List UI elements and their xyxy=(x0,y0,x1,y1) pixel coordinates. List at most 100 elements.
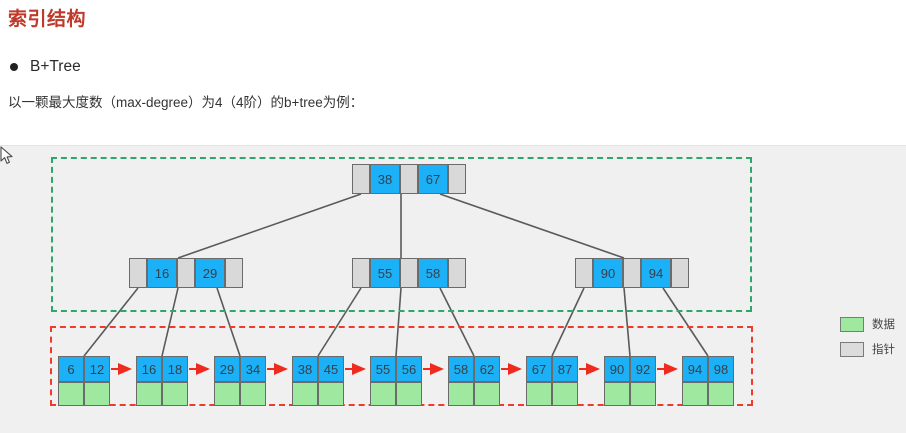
leaf-2-key-1: 18 xyxy=(162,356,188,382)
bullet-item-btree: B+Tree xyxy=(10,58,81,76)
bullet-dot-icon xyxy=(10,63,18,71)
leaf-7-data-row xyxy=(526,382,578,406)
internal-2-pointer-2 xyxy=(448,258,466,288)
leaf-7-data-1 xyxy=(552,382,578,406)
btree-diagram-canvas: 38 67 16 29 55 58 90 94 xyxy=(0,145,906,433)
leaf-6-key-0: 58 xyxy=(448,356,474,382)
edge-root-to-internal-1 xyxy=(177,193,362,259)
internal-2-key-0: 55 xyxy=(370,258,400,288)
root-pointer-2 xyxy=(448,164,466,194)
leaf-7-key-0: 67 xyxy=(526,356,552,382)
internal-2-pointer-1 xyxy=(400,258,418,288)
tree-leaf-8[interactable]: 90 92 xyxy=(604,356,656,406)
leaf-5-data-row xyxy=(370,382,422,406)
legend-swatch-data-icon xyxy=(840,316,864,332)
root-key-1: 67 xyxy=(418,164,448,194)
leaf-6-data-row xyxy=(448,382,500,406)
page-title: 索引结构 xyxy=(8,9,87,30)
leaf-1-key-1: 12 xyxy=(84,356,110,382)
internal-1-pointer-1 xyxy=(177,258,195,288)
edge-i2-to-leaf-6 xyxy=(439,287,475,357)
tree-leaf-7[interactable]: 67 87 xyxy=(526,356,578,406)
edge-i2-to-leaf-5 xyxy=(395,287,402,357)
leaf-4-key-0: 38 xyxy=(292,356,318,382)
leaf-8-key-0: 90 xyxy=(604,356,630,382)
tree-leaf-9[interactable]: 94 98 xyxy=(682,356,734,406)
tree-edges-layer xyxy=(83,193,709,375)
leaf-9-key-0: 94 xyxy=(682,356,708,382)
leaf-4-data-row xyxy=(292,382,344,406)
tree-node-internal-2[interactable]: 55 58 xyxy=(352,258,466,288)
tree-leaf-1[interactable]: 6 12 xyxy=(58,356,110,406)
legend-swatch-pointer-icon xyxy=(840,341,864,357)
tree-leaf-2[interactable]: 16 18 xyxy=(136,356,188,406)
legend-item-data: 数据 xyxy=(840,316,895,332)
leaf-9-data-row xyxy=(682,382,734,406)
internal-1-pointer-0 xyxy=(129,258,147,288)
leaf-7-data-0 xyxy=(526,382,552,406)
internal-3-key-0: 90 xyxy=(593,258,623,288)
leaf-2-data-0 xyxy=(136,382,162,406)
legend-item-pointer: 指针 xyxy=(840,341,895,357)
leaf-5-key-1: 56 xyxy=(396,356,422,382)
leaf-5-data-1 xyxy=(396,382,422,406)
leaf-3-data-1 xyxy=(240,382,266,406)
leaf-2-key-row: 16 18 xyxy=(136,356,188,382)
tree-node-root[interactable]: 38 67 xyxy=(352,164,466,194)
leaf-8-data-row xyxy=(604,382,656,406)
edge-i2-to-leaf-4 xyxy=(317,287,362,357)
internal-1-pointer-2 xyxy=(225,258,243,288)
leaf-6-data-0 xyxy=(448,382,474,406)
leaf-4-key-row: 38 45 xyxy=(292,356,344,382)
leaf-4-data-0 xyxy=(292,382,318,406)
leaf-8-data-1 xyxy=(630,382,656,406)
leaf-3-key-1: 34 xyxy=(240,356,266,382)
edge-i3-to-leaf-9 xyxy=(662,287,709,357)
leaf-2-data-1 xyxy=(162,382,188,406)
leaf-8-key-1: 92 xyxy=(630,356,656,382)
tree-leaf-6[interactable]: 58 62 xyxy=(448,356,500,406)
leaf-1-key-0: 6 xyxy=(58,356,84,382)
leaf-5-key-row: 55 56 xyxy=(370,356,422,382)
leaf-5-key-0: 55 xyxy=(370,356,396,382)
tree-leaf-4[interactable]: 38 45 xyxy=(292,356,344,406)
leaf-1-data-1 xyxy=(84,382,110,406)
leaf-3-data-row xyxy=(214,382,266,406)
internal-1-key-1: 29 xyxy=(195,258,225,288)
internal-3-pointer-1 xyxy=(623,258,641,288)
edge-i3-to-leaf-8 xyxy=(623,287,631,357)
leaf-3-key-0: 29 xyxy=(214,356,240,382)
bullet-item-label: B+Tree xyxy=(30,58,81,75)
leaf-3-data-0 xyxy=(214,382,240,406)
edge-root-to-internal-3 xyxy=(439,193,625,259)
leaf-6-key-row: 58 62 xyxy=(448,356,500,382)
edge-i1-to-leaf-2 xyxy=(161,287,179,357)
leaf-7-key-row: 67 87 xyxy=(526,356,578,382)
edge-i3-to-leaf-7 xyxy=(551,287,585,357)
edge-i1-to-leaf-3 xyxy=(216,287,241,357)
leaf-3-key-row: 29 34 xyxy=(214,356,266,382)
leaf-9-data-1 xyxy=(708,382,734,406)
leaf-4-data-1 xyxy=(318,382,344,406)
leaf-6-key-1: 62 xyxy=(474,356,500,382)
internal-2-pointer-0 xyxy=(352,258,370,288)
leaf-1-data-0 xyxy=(58,382,84,406)
internal-3-pointer-0 xyxy=(575,258,593,288)
leaf-5-data-0 xyxy=(370,382,396,406)
legend-label-data: 数据 xyxy=(872,319,895,331)
internal-3-key-1: 94 xyxy=(641,258,671,288)
tree-leaf-3[interactable]: 29 34 xyxy=(214,356,266,406)
internal-2-key-1: 58 xyxy=(418,258,448,288)
internal-1-key-0: 16 xyxy=(147,258,177,288)
leaf-8-key-row: 90 92 xyxy=(604,356,656,382)
tree-node-internal-1[interactable]: 16 29 xyxy=(129,258,243,288)
leaf-8-data-0 xyxy=(604,382,630,406)
root-key-0: 38 xyxy=(370,164,400,194)
edge-i1-to-leaf-1 xyxy=(83,287,139,357)
leaf-9-key-row: 94 98 xyxy=(682,356,734,382)
leaf-7-key-1: 87 xyxy=(552,356,578,382)
tree-node-internal-3[interactable]: 90 94 xyxy=(575,258,689,288)
tree-leaf-5[interactable]: 55 56 xyxy=(370,356,422,406)
leaf-4-key-1: 45 xyxy=(318,356,344,382)
